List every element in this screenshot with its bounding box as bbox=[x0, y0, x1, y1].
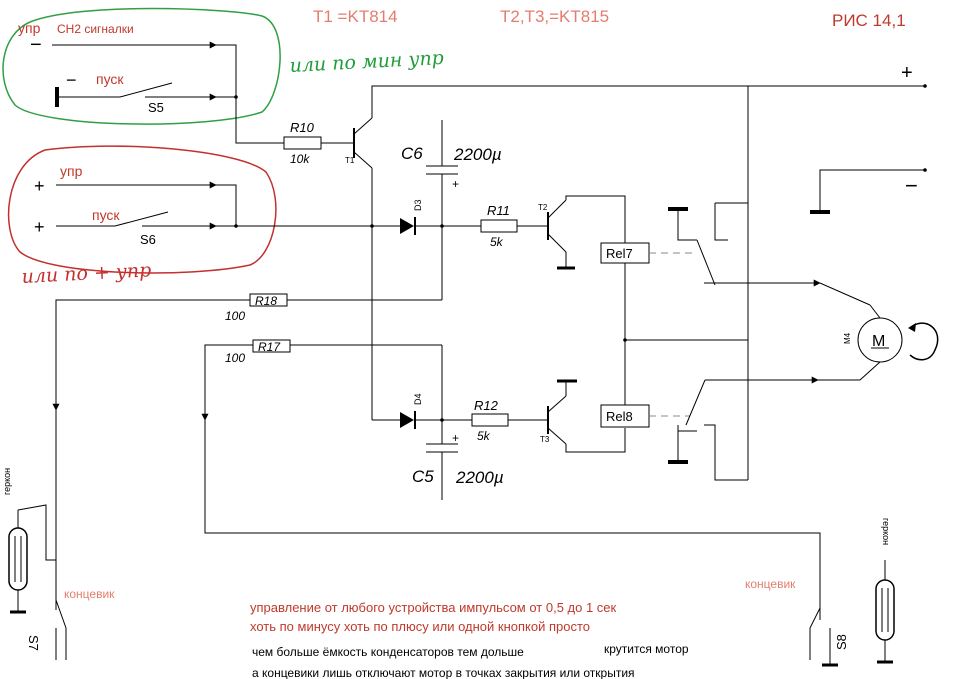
t1-transistor-emitter bbox=[353, 117, 373, 135]
note-line-3b: крутится мотор bbox=[604, 642, 689, 656]
gerkon-left-label: геркон bbox=[2, 468, 12, 495]
t2-t3-type-label: T2,T3,=KT815 bbox=[500, 7, 609, 26]
pusk-minus-label: пуск bbox=[96, 71, 124, 87]
t1-transistor-collector bbox=[353, 151, 373, 169]
s7-label: S7 bbox=[26, 635, 41, 651]
rel8-label: Rel8 bbox=[606, 409, 633, 424]
t2-label: T2 bbox=[538, 203, 548, 212]
reed-switch-right-icon bbox=[875, 579, 895, 641]
d3-label: D3 bbox=[413, 199, 423, 211]
minus-handwritten-note: или по мин упр bbox=[289, 47, 444, 77]
s8-label: S8 bbox=[834, 634, 849, 650]
r17-resistor bbox=[252, 339, 291, 353]
c5-plus-mark: + bbox=[452, 431, 459, 445]
s8-switch-arm bbox=[809, 607, 821, 629]
c5-label: C5 bbox=[412, 467, 434, 486]
minus-supply-rail bbox=[819, 169, 925, 212]
r12-resistor bbox=[471, 413, 509, 427]
gerkon-right-label: геркон bbox=[881, 518, 891, 545]
t3-label: T3 bbox=[540, 435, 550, 444]
supply-plus-sign: + bbox=[901, 62, 913, 84]
r18-value: 100 bbox=[225, 309, 245, 323]
c5-value: 2200µ bbox=[455, 468, 504, 487]
r18-wire bbox=[55, 299, 442, 405]
t2-transistor-emitter bbox=[547, 233, 567, 253]
minus-sign-top: − bbox=[30, 34, 42, 56]
s5-label: S5 bbox=[148, 100, 164, 115]
r17-label: R17 bbox=[258, 340, 281, 354]
note-line-3: чем больше ёмкость конденсаторов тем дол… bbox=[252, 645, 524, 659]
t2-transistor-collector bbox=[547, 199, 567, 219]
konc-left-label: концевик bbox=[64, 587, 115, 601]
r18-resistor bbox=[249, 293, 288, 307]
c6-value: 2200µ bbox=[453, 145, 502, 164]
d4-label: D4 bbox=[413, 393, 423, 405]
plus-sign-upr: + bbox=[34, 176, 45, 196]
ch2-label: CH2 сигналки bbox=[57, 22, 134, 36]
supply-minus-sign: − bbox=[905, 173, 918, 198]
t1-label: T1 bbox=[345, 156, 355, 165]
motor-wire-bottom bbox=[705, 361, 881, 381]
s6-switch-contact bbox=[114, 211, 169, 227]
r11-resistor bbox=[480, 219, 518, 233]
konc-right-label: концевик bbox=[745, 577, 796, 591]
s6-label: S6 bbox=[140, 232, 156, 247]
d3-diode bbox=[400, 218, 414, 234]
minus-bus-wire bbox=[216, 44, 276, 144]
d4-diode bbox=[400, 412, 414, 428]
motor-letter: M bbox=[872, 333, 885, 350]
limit-return-wire bbox=[204, 420, 821, 620]
r11-label: R11 bbox=[487, 203, 510, 218]
upr-minus-label: упр bbox=[18, 20, 41, 36]
note-line-1: управление от любого устройства импульсо… bbox=[250, 600, 617, 615]
note-line-4: а концевики лишь отключают мотор в точка… bbox=[252, 666, 635, 679]
note-line-2: хоть по минусу хоть по плюсу или одной к… bbox=[250, 619, 590, 634]
r12-label: R12 bbox=[474, 398, 499, 413]
r18-label: R18 bbox=[255, 294, 277, 308]
r17-wire bbox=[204, 344, 442, 420]
plus-sign-start: + bbox=[34, 217, 45, 237]
t1-to-plus-rail bbox=[371, 85, 748, 118]
r10-value: 10k bbox=[290, 152, 310, 166]
c6-label: C6 bbox=[401, 144, 423, 163]
r12-value: 5k bbox=[477, 429, 491, 443]
reed-switch-left-icon bbox=[8, 527, 28, 591]
rel8-switch-arm bbox=[685, 379, 706, 426]
minus-sign-start: − bbox=[66, 70, 77, 90]
motor-rotation-icon bbox=[909, 322, 939, 361]
m4-label: M4 bbox=[843, 332, 852, 344]
c6-plus-mark: + bbox=[452, 177, 459, 191]
r11-value: 5k bbox=[490, 235, 504, 249]
r10-resistor bbox=[283, 136, 322, 150]
r17-value: 100 bbox=[225, 351, 245, 365]
motor-wire-top bbox=[705, 282, 871, 306]
s5-switch-contact bbox=[119, 82, 173, 98]
t3-transistor-collector bbox=[547, 395, 567, 413]
plus-control-outline bbox=[7, 145, 277, 274]
pusk-plus-label: пуск bbox=[92, 207, 120, 223]
minus-control-outline bbox=[2, 7, 281, 125]
upr-plus-label: упр bbox=[60, 163, 83, 179]
rel7-switch-arm bbox=[696, 239, 716, 286]
s7-switch-arm bbox=[55, 599, 67, 629]
rel7-label: Rel7 bbox=[606, 246, 633, 261]
t3-transistor-emitter bbox=[547, 427, 567, 445]
t1-type-label: T1 =KT814 bbox=[313, 7, 398, 26]
figure-number: РИС 14,1 bbox=[832, 11, 906, 30]
plus-handwritten-note: или по + упр bbox=[21, 259, 152, 288]
r10-label: R10 bbox=[290, 120, 315, 135]
